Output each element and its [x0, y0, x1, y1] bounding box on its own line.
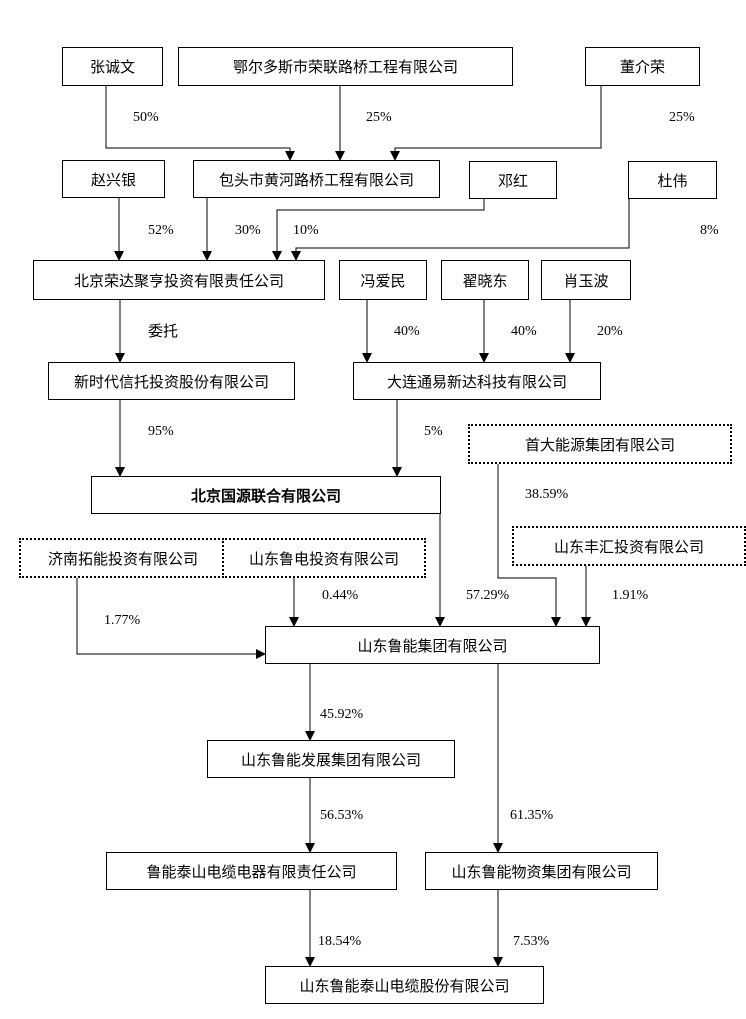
label-du-to-rongda: 8%	[700, 223, 719, 238]
entity-erdos-ronglian: 鄂尔多斯市荣联路桥工程有限公司	[178, 47, 513, 86]
label-jinan-to-luneng: 1.77%	[104, 613, 141, 628]
entity-du-wei: 杜伟	[628, 161, 717, 199]
label-baotou-to-rongda: 30%	[235, 223, 261, 238]
label-feng-to-dalian: 40%	[394, 324, 420, 339]
label-zhang-to-baotou: 50%	[133, 110, 159, 125]
edge-jinan-luneng	[76, 578, 266, 659]
label-fenghui-to-luneng: 1.91%	[612, 588, 649, 603]
entity-jinan-tuoneng: 济南拓能投资有限公司	[19, 538, 227, 578]
label-shouda-to-luneng: 38.59%	[525, 487, 569, 502]
entity-luneng-taishan-dianlan: 鲁能泰山电缆电器有限责任公司	[106, 852, 397, 890]
edge-dong-baotou	[390, 86, 602, 161]
label-ludian-to-luneng: 0.44%	[322, 588, 359, 603]
entity-shandong-ludian: 山东鲁电投资有限公司	[222, 538, 426, 578]
entity-beijing-guoyuan: 北京国源联合有限公司	[91, 476, 441, 514]
entity-shouda-energy: 首大能源集团有限公司	[468, 424, 732, 464]
edge-du-rongda	[291, 199, 630, 261]
edge-zhang-baotou	[105, 86, 295, 161]
entity-luneng-fazhan: 山东鲁能发展集团有限公司	[207, 740, 455, 778]
entity-xiao-yubo: 肖玉波	[541, 260, 631, 300]
entity-beijing-rongda: 北京荣达聚亨投资有限责任公司	[33, 260, 325, 300]
entity-feng-aimin: 冯爱民	[339, 260, 427, 300]
label-xiao-to-dalian: 20%	[597, 324, 623, 339]
entity-baotou-huanghe: 包头市黄河路桥工程有限公司	[193, 160, 440, 198]
label-dianlan-to-gufen: 18.54%	[318, 934, 362, 949]
label-deng-to-rongda: 10%	[293, 223, 319, 238]
entity-xinshidai-trust: 新时代信托投资股份有限公司	[48, 362, 295, 400]
label-xinshidai-to-guoyuan: 95%	[148, 424, 174, 439]
entity-zhang-chengwen: 张诚文	[62, 47, 163, 86]
entity-shandong-luneng: 山东鲁能集团有限公司	[265, 626, 600, 664]
entity-shandong-fenghui: 山东丰汇投资有限公司	[512, 526, 746, 566]
label-erdos-to-baotou: 25%	[366, 110, 392, 125]
label-wuzi-to-gufen: 7.53%	[513, 934, 550, 949]
entity-dong-jierong: 董介荣	[585, 47, 700, 86]
entity-luneng-wuzi: 山东鲁能物资集团有限公司	[425, 852, 658, 890]
label-fazhan-to-dianlan: 56.53%	[320, 808, 364, 823]
label-zhai-to-dalian: 40%	[511, 324, 537, 339]
edge-deng-rongda	[272, 199, 485, 261]
edge-shouda-luneng	[497, 464, 561, 627]
label-luneng-to-fazhan: 45.92%	[320, 707, 364, 722]
label-zhao-to-rongda: 52%	[148, 223, 174, 238]
label-dalian-to-guoyuan: 5%	[424, 424, 443, 439]
entity-luneng-taishan-gufen: 山东鲁能泰山电缆股份有限公司	[265, 966, 544, 1004]
label-luneng-to-wuzi: 61.35%	[510, 808, 554, 823]
entity-zhai-xiaodong: 翟晓东	[441, 260, 529, 300]
label-guoyuan-to-luneng: 57.29%	[466, 588, 510, 603]
entity-dalian-tongyi: 大连通易新达科技有限公司	[353, 362, 601, 400]
entity-deng-hong: 邓红	[469, 161, 557, 199]
label-rongda-to-xinshidai: 委托	[148, 324, 179, 340]
entity-zhao-xingyin: 赵兴银	[62, 160, 165, 198]
label-dong-to-baotou: 25%	[669, 110, 695, 125]
